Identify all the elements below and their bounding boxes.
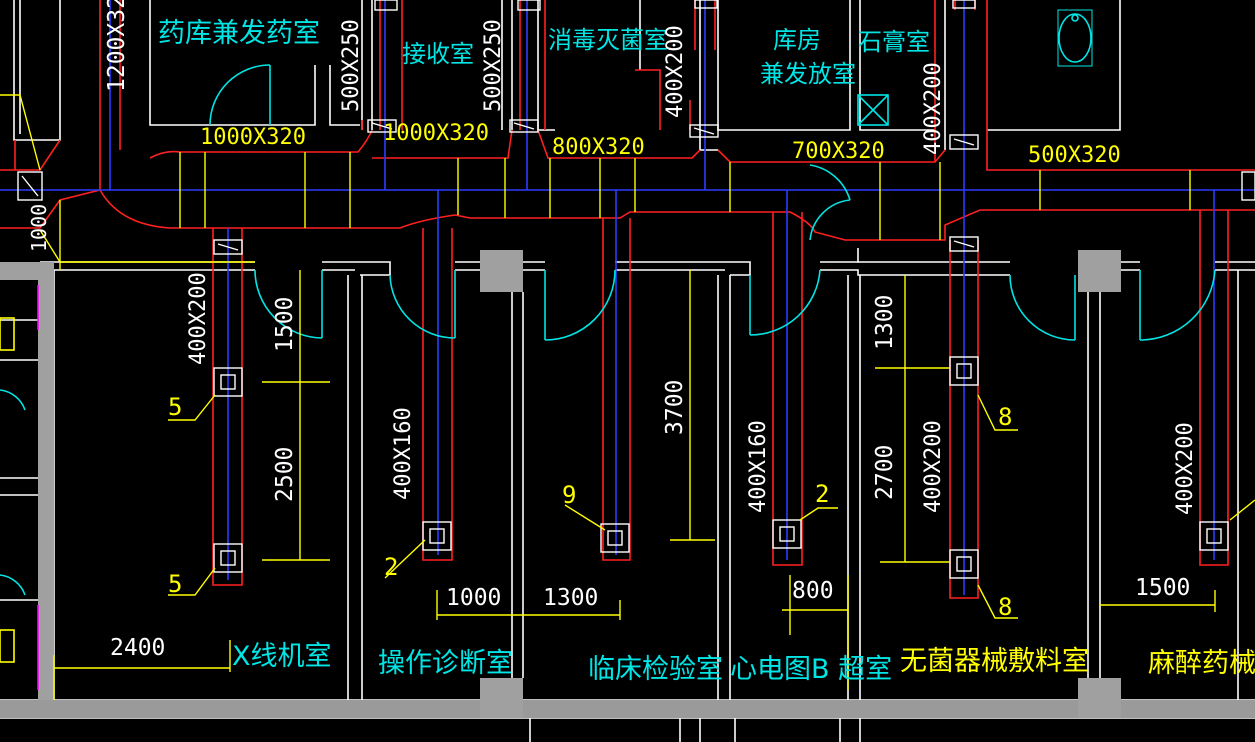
duct-centerlines [0, 0, 1255, 595]
room-plaster: 石膏室 [858, 28, 930, 56]
dim-xray-width: 2400 [110, 635, 165, 661]
outlet-diagnosis [422, 521, 452, 551]
outlet-num-lab: 9 [562, 481, 576, 509]
outlet-xray-lower [213, 543, 243, 573]
duct-pharmacy-branch: 500X250 [339, 19, 364, 112]
duct-anesthesia-branch: 400X200 [1173, 422, 1198, 515]
columns [480, 250, 1121, 718]
dampers [17, 119, 1255, 255]
outlet-anesthesia [1199, 521, 1229, 551]
duct-pharmacy-main: 1000X320 [200, 125, 306, 150]
dim-anesthesia-width: 1500 [1135, 575, 1190, 601]
room-xray: X线机室 [232, 641, 332, 672]
duct-ecg-branch: 400X160 [746, 420, 771, 513]
room-disinfection: 消毒灭菌室 [548, 26, 668, 54]
outlet-sterile-lower [949, 549, 979, 579]
outlet-num-xray-lower: 5 [168, 570, 182, 598]
duct-sterile-branch: 400X200 [921, 420, 946, 513]
dimension-lines [53, 270, 1255, 700]
room-labels: 药库兼发药室 接收室 消毒灭菌室 库房 兼发放室 石膏室 X线机室 操作诊断室 … [158, 18, 1255, 685]
duct-size-labels: 1200X320 1000X320 1000X320 800X320 700X3… [104, 0, 1198, 515]
dim-lab-span: 3700 [662, 380, 688, 435]
dim-xray-top: 1500 [272, 297, 298, 352]
dimension-labels: 1000 1500 2500 2400 1000 1300 3700 800 1… [27, 204, 1190, 661]
outlet-num-xray-upper: 5 [168, 393, 182, 421]
outlet-num-sterile-lower: 8 [998, 593, 1012, 621]
duct-right-main: 500X320 [1028, 143, 1121, 168]
dim-corridor: 1000 [27, 204, 51, 252]
room-diagnosis: 操作诊断室 [378, 648, 513, 679]
dim-lab-width: 1300 [543, 585, 598, 611]
outlet-num-diagnosis: 2 [384, 553, 398, 581]
dim-sterile-span: 2700 [872, 445, 898, 500]
outlet-xray-upper [213, 367, 243, 397]
dim-ecg-width: 800 [792, 578, 834, 604]
dim-xray-span: 2500 [272, 447, 298, 502]
room-storage-line1: 库房 [773, 26, 821, 54]
duct-receiving-main: 1000X320 [383, 121, 489, 146]
room-storage-line2: 兼发放室 [760, 60, 856, 88]
duct-disinfection-main: 800X320 [552, 135, 645, 160]
dim-sterile-top: 1300 [872, 295, 898, 350]
room-lab: 临床检验室 [588, 654, 723, 685]
duct-storage-main: 700X320 [792, 139, 885, 164]
duct-receiving-branch: 500X250 [481, 19, 506, 112]
room-sterile: 无菌器械敷料室 [900, 646, 1089, 677]
room-pharmacy: 药库兼发药室 [158, 18, 320, 49]
doors [0, 9, 1216, 663]
room-anesthesia: 麻醉药械室 [1148, 648, 1255, 679]
duct-xray-branch: 400X200 [186, 272, 211, 365]
outlet-num-ecg: 2 [815, 480, 829, 508]
duct-joints [0, 94, 1191, 270]
room-ecg: 心电图B 超室 [730, 654, 892, 685]
duct-storage-branch: 400X200 [663, 25, 688, 118]
outlet-sterile-upper [949, 356, 979, 386]
duct-left-riser: 1200X320 [104, 0, 130, 92]
dim-diagnosis-width: 1000 [446, 585, 501, 611]
duct-plaster-branch: 400X200 [921, 62, 946, 155]
supply-duct [0, 0, 1255, 599]
outlet-ecg [772, 519, 802, 549]
air-outlets [213, 0, 1229, 579]
outlet-num-sterile-upper: 8 [998, 403, 1012, 431]
duct-diagnosis-branch: 400X160 [391, 407, 416, 500]
thick-walls [0, 262, 1255, 718]
outlet-numbers: 5 5 2 9 2 8 8 [168, 393, 1012, 621]
room-receiving: 接收室 [402, 40, 474, 68]
outlet-lab [600, 523, 630, 553]
